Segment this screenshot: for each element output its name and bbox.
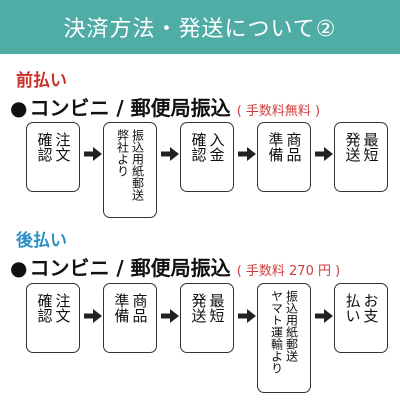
flow-step-box: 最短発送 [334,122,388,192]
flow-step-text: 商品 [130,293,149,323]
arrow-right-icon [83,309,102,323]
fee-note: ( 手数料無料 ) [236,104,321,119]
flow-step-text: 振込用紙郵送 [284,290,299,362]
section-label-prepay: 前払い [16,71,67,91]
flow-step-text: 発送 [343,132,362,162]
flow-step-box: 入金確認 [180,122,234,192]
flow-step-text: 注文 [53,132,72,162]
page-title: 決済方法・発送について② [63,17,337,42]
flow-step-box: 商品準備 [103,283,157,353]
fee-note: ( 手数料 270 円 ) [236,264,341,279]
flow-step-text: 注文 [53,293,72,323]
arrow-right-icon [314,147,333,161]
flow-step-text: 振込用紙郵送 [130,129,145,201]
arrow-right-icon [160,309,179,323]
flow-step-text: 入金 [207,132,226,162]
flow-prepay: 注文確認振込用紙郵送弊社より入金確認商品準備最短発送 [0,0,400,218]
flow-step-text: 確認 [35,132,54,162]
method-text: コンビニ / 郵便局振込 [29,96,231,120]
flow-step-text: お支 [361,293,380,323]
bullet-dot-icon: ● [10,256,28,280]
arrow-right-icon [237,147,256,161]
flow-step-text: ヤマト運輸より [269,290,284,374]
flow-step-text: 確認 [35,293,54,323]
header-banner: 決済方法・発送について② [0,0,400,54]
flow-step-box: お支払い [334,283,388,353]
flow-step-text: 準備 [112,293,131,323]
flow-step-box: 最短発送 [180,283,234,353]
arrow-right-icon [83,147,102,161]
method-text: コンビニ / 郵便局振込 [29,256,231,280]
flow-step-box: 注文確認 [26,122,80,192]
arrow-right-icon [314,309,333,323]
section-label-postpay: 後払い [16,231,67,251]
arrow-right-icon [160,147,179,161]
arrow-right-icon [237,309,256,323]
flow-step-box: 振込用紙郵送ヤマト運輸より [257,283,311,393]
bullet-dot-icon: ● [10,96,28,120]
flow-step-box: 振込用紙郵送弊社より [103,122,157,218]
flow-step-text: 払い [343,293,362,323]
flow-step-text: 最短 [207,293,226,323]
flow-step-text: 準備 [266,132,285,162]
flow-step-text: 商品 [284,132,303,162]
flow-step-text: 発送 [189,293,208,323]
flow-step-text: 弊社より [115,129,130,177]
flow-step-text: 最短 [361,132,380,162]
flow-step-box: 商品準備 [257,122,311,192]
flow-step-text: 確認 [189,132,208,162]
payment-method-postpay: ● コンビニ / 郵便局振込 ( 手数料 270 円 ) [10,252,340,281]
payment-method-prepay: ● コンビニ / 郵便局振込 ( 手数料無料 ) [10,92,320,121]
flow-step-box: 注文確認 [26,283,80,353]
